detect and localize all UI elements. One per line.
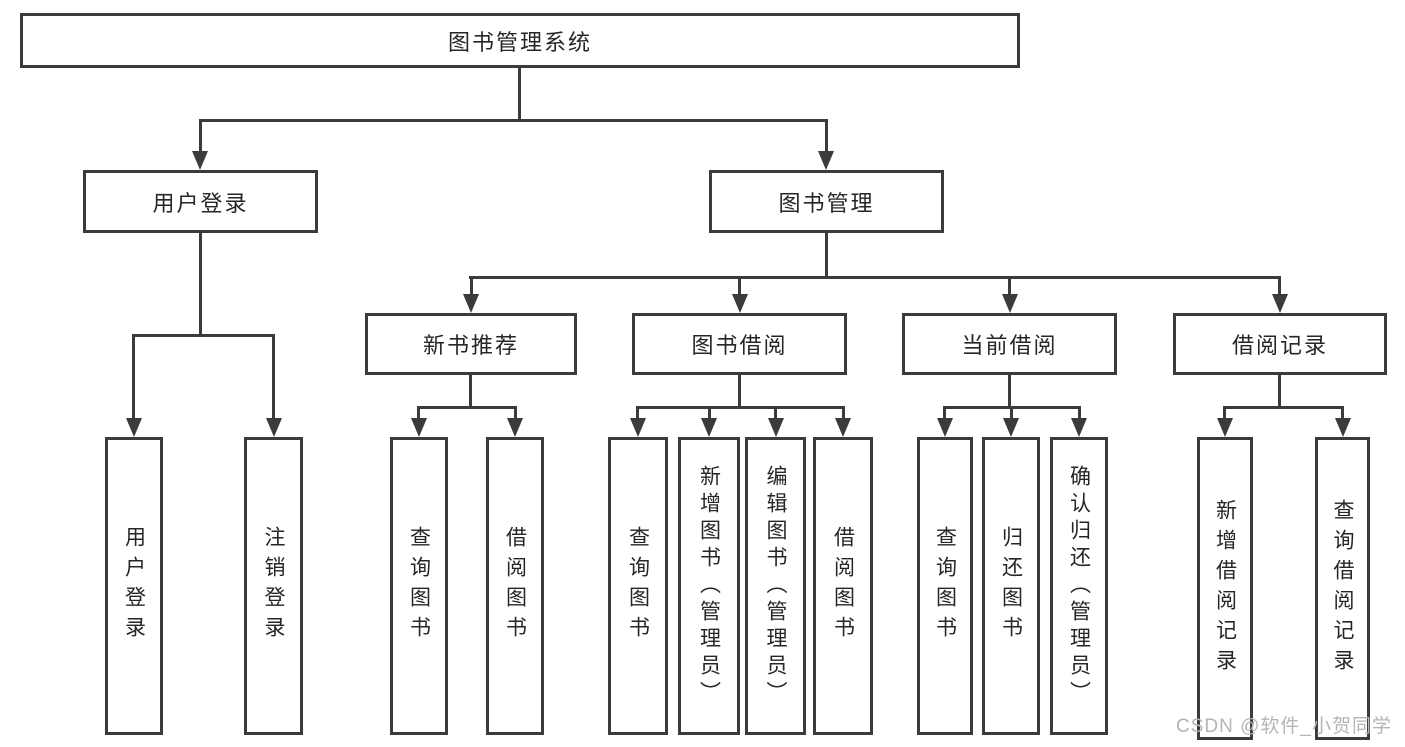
node-br-add-record-label: 新增借阅记录 — [1213, 498, 1237, 679]
node-user-login-label: 用户登录 — [152, 190, 249, 216]
connector-user-login-bus — [132, 334, 275, 337]
node-borrow-records: 借阅记录 — [1173, 313, 1387, 375]
arrow-down-icon — [463, 294, 479, 313]
node-root-label: 图书管理系统 — [447, 29, 592, 55]
connector-to-bb-add-line — [708, 406, 711, 418]
node-cb-return-books-label: 归还图书 — [999, 526, 1023, 646]
connector-book-borrow-bus — [636, 406, 844, 409]
node-borrow-records-label: 借阅记录 — [1231, 333, 1328, 358]
connector-to-current-borrow-line — [1008, 276, 1011, 294]
node-br-query-record: 查询借阅记录 — [1315, 437, 1370, 740]
node-book-mgmt-label: 图书管理 — [778, 190, 875, 216]
node-bb-add-books-label: 新增图书（管理员） — [697, 464, 721, 708]
arrow-down-icon — [411, 418, 427, 437]
node-rec-borrow-books-label: 借阅图书 — [503, 526, 527, 646]
node-leaf-user-login: 用户登录 — [105, 437, 163, 735]
connector-to-borrow-records-line — [1278, 276, 1281, 294]
node-book-mgmt: 图书管理 — [709, 170, 944, 233]
connector-to-rec-query-line — [417, 406, 420, 418]
arrow-down-icon — [835, 418, 851, 437]
arrow-down-icon — [1003, 418, 1019, 437]
node-rec-query-books-label: 查询图书 — [407, 526, 431, 646]
connector-to-bb-query-line — [636, 406, 639, 418]
node-current-borrow-label: 当前借阅 — [961, 333, 1058, 358]
connector-to-br-query-line — [1341, 406, 1344, 418]
arrow-down-icon — [937, 418, 953, 437]
connector-current-borrow-stem — [1008, 375, 1011, 409]
arrow-down-icon — [1335, 418, 1351, 437]
arrow-down-icon — [1071, 418, 1087, 437]
arrow-down-icon — [507, 418, 523, 437]
node-new-book-rec-label: 新书推荐 — [422, 333, 519, 358]
connector-to-cb-return-line — [1010, 406, 1013, 418]
node-bb-borrow-books: 借阅图书 — [813, 437, 873, 735]
connector-borrow-records-stem — [1278, 375, 1281, 409]
connector-root-bus — [199, 119, 828, 122]
node-root: 图书管理系统 — [20, 13, 1020, 68]
connector-new-book-rec-bus — [417, 406, 516, 409]
node-br-query-record-label: 查询借阅记录 — [1331, 498, 1354, 679]
node-rec-query-books: 查询图书 — [390, 437, 448, 735]
node-leaf-logout: 注销登录 — [244, 437, 303, 735]
connector-to-leaf-user-login-line — [132, 334, 135, 418]
csdn-watermark: CSDN @软件_小贺同学 — [1176, 716, 1392, 737]
arrow-down-icon — [732, 294, 748, 313]
node-bb-borrow-books-label: 借阅图书 — [831, 526, 855, 646]
node-bb-query-books-label: 查询图书 — [626, 526, 650, 646]
connector-to-bb-borrow-line — [842, 406, 845, 418]
node-cb-query-books-label: 查询图书 — [933, 526, 957, 646]
connector-to-rec-borrow-line — [514, 406, 517, 418]
connector-book-mgmt-bus — [469, 276, 1281, 279]
arrow-down-icon — [266, 418, 282, 437]
arrow-down-icon — [192, 151, 208, 170]
node-bb-edit-books: 编辑图书（管理员） — [745, 437, 806, 735]
node-bb-query-books: 查询图书 — [608, 437, 668, 735]
connector-to-br-add-line — [1223, 406, 1226, 418]
node-book-borrow-label: 图书借阅 — [691, 333, 788, 358]
arrow-down-icon — [1002, 294, 1018, 313]
node-cb-confirm-return: 确认归还（管理员） — [1050, 437, 1108, 735]
connector-to-book-borrow-line — [738, 276, 741, 294]
connector-to-bb-edit-line — [774, 406, 777, 418]
connector-borrow-records-bus — [1223, 406, 1344, 409]
node-cb-confirm-return-label: 确认归还（管理员） — [1067, 464, 1091, 708]
arrow-down-icon — [1217, 418, 1233, 437]
node-user-login: 用户登录 — [83, 170, 318, 233]
connector-root-stem — [518, 68, 521, 121]
node-new-book-rec: 新书推荐 — [365, 313, 577, 375]
connector-to-leaf-logout-line — [272, 334, 275, 418]
connector-to-cb-query-line — [943, 406, 946, 418]
node-rec-borrow-books: 借阅图书 — [486, 437, 544, 735]
connector-to-new-book-rec-line — [470, 276, 473, 294]
node-cb-query-books: 查询图书 — [917, 437, 973, 735]
connector-book-mgmt-stem — [825, 233, 828, 279]
node-book-borrow: 图书借阅 — [632, 313, 847, 375]
arrow-down-icon — [1272, 294, 1288, 313]
arrow-down-icon — [818, 151, 834, 170]
arrow-down-icon — [126, 418, 142, 437]
node-cb-return-books: 归还图书 — [982, 437, 1040, 735]
connector-book-borrow-stem — [738, 375, 741, 409]
connector-to-user-login-line — [199, 119, 202, 151]
connector-to-book-mgmt-line — [825, 119, 828, 151]
node-br-add-record: 新增借阅记录 — [1197, 437, 1253, 740]
node-leaf-logout-label: 注销登录 — [262, 526, 285, 646]
node-leaf-user-login-label: 用户登录 — [122, 526, 146, 646]
arrow-down-icon — [701, 418, 717, 437]
arrow-down-icon — [630, 418, 646, 437]
arrow-down-icon — [768, 418, 784, 437]
connector-new-book-rec-stem — [469, 375, 472, 409]
node-bb-edit-books-label: 编辑图书（管理员） — [764, 464, 787, 708]
connector-user-login-stem — [199, 233, 202, 337]
node-current-borrow: 当前借阅 — [902, 313, 1117, 375]
connector-to-cb-confirm-line — [1078, 406, 1081, 418]
node-bb-add-books: 新增图书（管理员） — [678, 437, 740, 735]
